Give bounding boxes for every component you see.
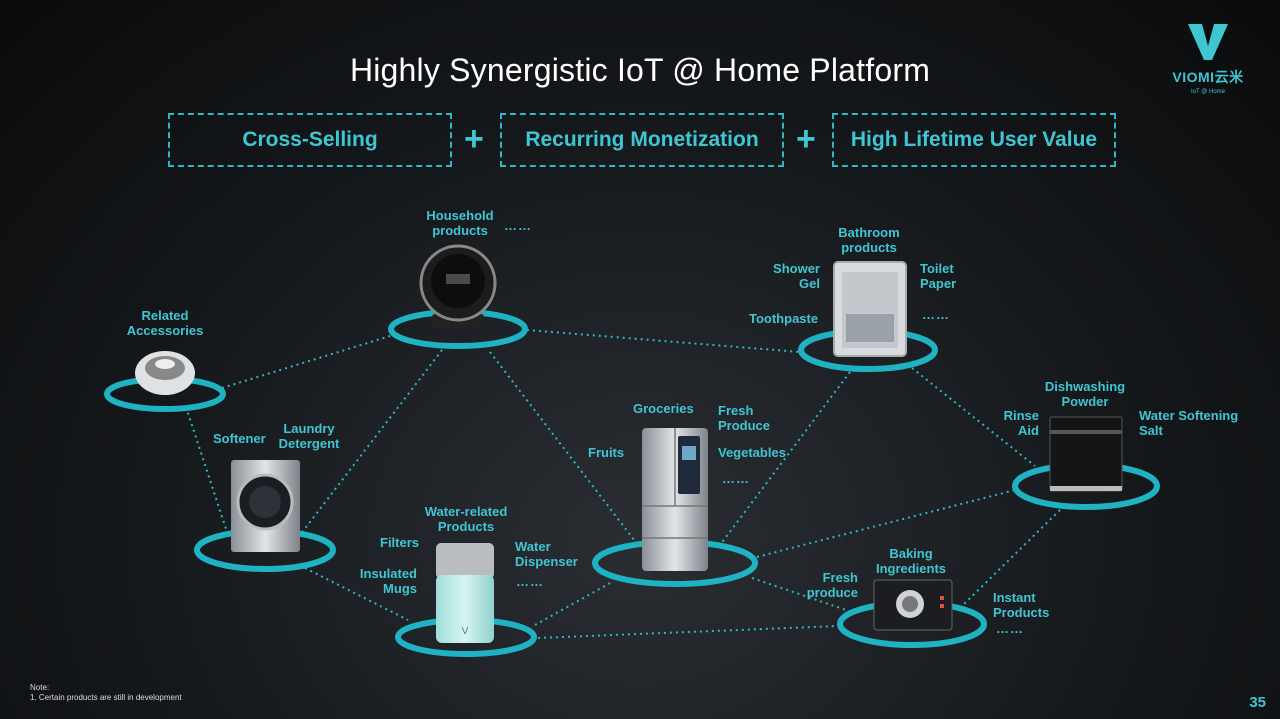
- ellipsis-household: ……: [504, 218, 532, 233]
- washing-machine-icon: [231, 460, 300, 552]
- link-dishwasher-oven: [961, 509, 1061, 607]
- label-shower-gel: Shower Gel: [773, 261, 820, 291]
- label-groceries: Groceries: [633, 401, 694, 416]
- svg-text:V: V: [462, 626, 469, 637]
- link-vacuum-washer: [185, 406, 229, 536]
- logo-text: VIOMI云米: [1172, 69, 1244, 85]
- pillar-high-lifetime-value: High Lifetime User Value: [832, 113, 1116, 167]
- label-filters: Filters: [380, 535, 420, 550]
- link-mirror-fridge: [719, 371, 851, 546]
- label-softener: Softener: [213, 431, 266, 446]
- pillar-cross-selling: Cross-Selling: [168, 113, 452, 167]
- label-dishwashing-powder: Dishwashing Powder: [1044, 379, 1126, 409]
- label-laundry-detergent: Laundry Detergent: [278, 421, 340, 451]
- water-purifier-icon: V: [436, 543, 494, 643]
- label-related-accessories: Related Accessories: [126, 308, 204, 338]
- steam-oven-icon: [873, 579, 953, 631]
- ellipsis-oven: ……: [996, 621, 1024, 636]
- link-hub-mirror: [526, 329, 801, 353]
- refrigerator-icon: [642, 428, 708, 571]
- ellipsis-bathroom: ……: [922, 307, 950, 322]
- label-fresh-produce-oven: Fresh produce: [806, 570, 858, 600]
- page-number: 35: [1249, 694, 1266, 711]
- page-title: Highly Synergistic IoT @ Home Platform: [349, 52, 931, 88]
- link-hub-fridge: [489, 351, 639, 546]
- footnote: Note: 1. Certain products are still in d…: [30, 683, 182, 703]
- link-fridge-dishwasher: [756, 489, 1016, 558]
- robot-vacuum-icon: [135, 351, 195, 395]
- link-washer-purifier: [304, 567, 409, 621]
- label-toothpaste: Toothpaste: [749, 311, 819, 326]
- label-instant-products: Instant Products: [993, 590, 1050, 620]
- label-bathroom-products: Bathroom products: [838, 225, 900, 255]
- viomi-logo: VIOMI云米 IoT @ Home: [1166, 22, 1250, 95]
- label-toilet-paper: Toilet Paper: [920, 261, 957, 291]
- ellipsis-water: ……: [516, 574, 544, 589]
- label-baking-ingredients: Baking Ingredients: [875, 546, 947, 576]
- plus-sign-2: +: [796, 120, 816, 158]
- footnote-line: 1. Certain products are still in develop…: [30, 693, 182, 702]
- label-water-softening-salt: Water Softening Salt: [1139, 408, 1239, 438]
- viomi-v-icon: [1188, 24, 1228, 60]
- label-rinse-aid: Rinse Aid: [1003, 408, 1039, 438]
- dishwasher-icon: [1049, 416, 1123, 492]
- label-insulated-mugs: Insulated Mugs: [359, 566, 417, 596]
- link-purifier-oven: [537, 625, 839, 639]
- label-fruits: Fruits: [588, 445, 625, 460]
- connection-lines: [185, 329, 1061, 639]
- label-vegetables: Vegetables: [718, 445, 786, 460]
- pillar-recurring-monetization: Recurring Monetization: [500, 113, 784, 167]
- link-purifier-fridge: [534, 581, 613, 626]
- plus-sign-1: +: [464, 120, 484, 158]
- label-household-products: Household products: [426, 208, 494, 238]
- label-fresh-produce-fridge: Fresh Produce: [718, 403, 771, 433]
- ellipsis-fridge: ……: [722, 471, 750, 486]
- link-mirror-dishwasher: [911, 367, 1036, 467]
- footnote-heading: Note:: [30, 683, 50, 692]
- label-water-related-products: Water-related Products: [424, 504, 508, 534]
- bathroom-mirror-icon: [833, 261, 907, 357]
- link-vacuum-hub: [221, 335, 391, 389]
- smart-hub-icon: [419, 244, 497, 328]
- label-water-dispenser: Water Dispenser: [515, 539, 578, 569]
- logo-subtitle: IoT @ Home: [1191, 89, 1225, 95]
